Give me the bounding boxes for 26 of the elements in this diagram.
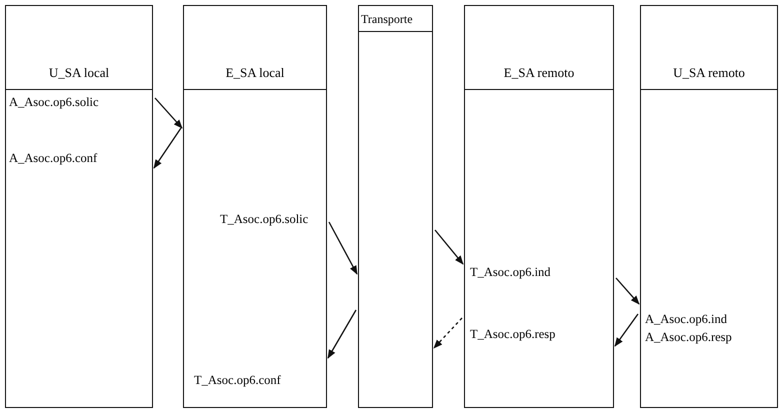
arrow — [434, 230, 464, 265]
primitive-label: A_Asoc.op6.ind — [645, 312, 727, 327]
layer-column — [183, 5, 327, 408]
arrow — [154, 98, 183, 129]
layer-column — [358, 5, 433, 408]
arrow — [433, 318, 462, 349]
primitive-label: T_Asoc.op6.conf — [194, 373, 281, 388]
arrow — [328, 222, 358, 275]
arrow — [327, 310, 357, 359]
primitive-label: T_Asoc.op6.solic — [220, 212, 308, 227]
arrow — [616, 278, 640, 305]
primitive-label: A_Asoc.op6.solic — [9, 95, 99, 110]
primitive-label: T_Asoc.op6.resp — [470, 327, 556, 342]
arrow — [153, 128, 182, 169]
column-heading: Transporte — [359, 6, 432, 32]
column-heading: E_SA local — [184, 6, 326, 90]
primitive-label: A_Asoc.op6.resp — [645, 330, 732, 345]
layer-column — [464, 5, 614, 408]
column-heading: U_SA local — [6, 6, 152, 90]
layer-column — [5, 5, 153, 408]
arrow — [614, 314, 639, 347]
primitive-label: A_Asoc.op6.conf — [9, 151, 98, 166]
primitive-label: T_Asoc.op6.ind — [470, 265, 551, 280]
column-heading: U_SA remoto — [641, 6, 777, 90]
column-heading: E_SA remoto — [465, 6, 613, 90]
layer-column — [640, 5, 778, 408]
